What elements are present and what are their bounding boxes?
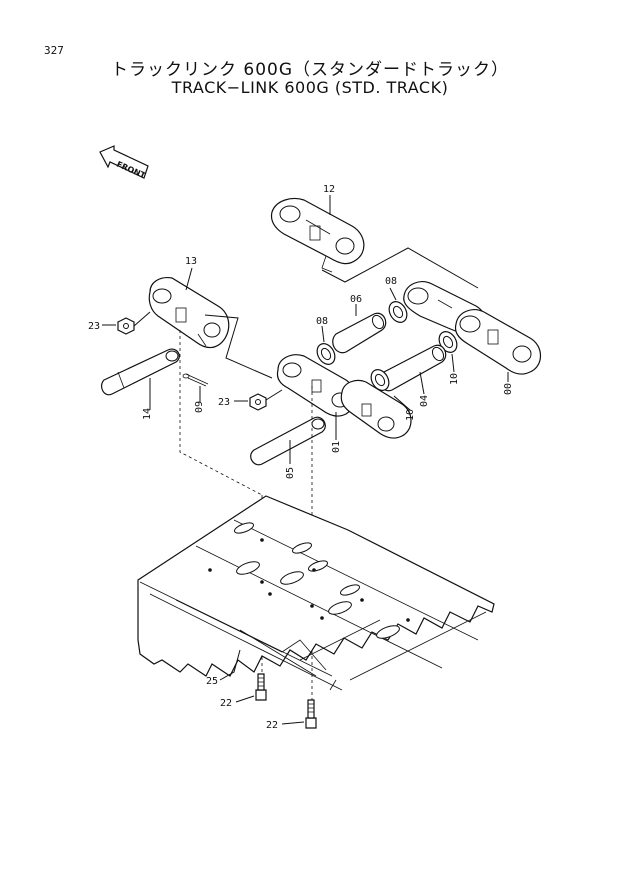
callout-08-lower: 08 xyxy=(316,316,328,327)
track-link-part-01 xyxy=(276,354,412,439)
bushing-part-04 xyxy=(379,344,447,392)
bolt-part-22-left xyxy=(255,673,267,701)
callout-22-right: 22 xyxy=(266,720,278,731)
callout-12: 12 xyxy=(323,184,335,195)
callout-25: 25 xyxy=(206,676,218,687)
callout-00: 00 xyxy=(503,383,514,395)
callout-09: 09 xyxy=(194,401,205,413)
title-japanese: トラックリンク 600G（スタンダードトラック） xyxy=(110,60,510,80)
page-number: 327 xyxy=(44,44,64,57)
callout-01: 01 xyxy=(331,441,342,453)
callout-04: 04 xyxy=(419,395,430,407)
track-link-part-12 xyxy=(270,197,365,273)
pin-part-05 xyxy=(250,416,326,466)
callout-10-upper: 10 xyxy=(449,373,460,385)
ring-part-08-upper xyxy=(388,301,408,323)
callout-23-upper: 23 xyxy=(88,321,100,332)
seal-part-10-upper xyxy=(438,331,458,353)
callout-06: 06 xyxy=(350,294,362,305)
front-arrow-icon: FRONT xyxy=(99,145,149,180)
bolt-part-22-right xyxy=(305,699,317,729)
track-link-part-13 xyxy=(148,277,230,349)
callout-10-lower: 10 xyxy=(405,409,416,421)
callout-08-upper: 08 xyxy=(385,276,397,287)
track-link-part-00 xyxy=(403,281,542,375)
nut-part-23-lower xyxy=(249,393,267,411)
title-english: TRACK−LINK 600G (STD. TRACK) xyxy=(171,78,449,97)
nut-part-23-upper xyxy=(117,317,135,335)
cotter-part-09 xyxy=(182,373,209,387)
seal-part-10-lower xyxy=(370,369,390,391)
pin-part-14 xyxy=(100,348,180,396)
bushing-part-06 xyxy=(332,312,387,354)
callout-22-left: 22 xyxy=(220,698,232,709)
callout-14: 14 xyxy=(142,408,153,420)
ring-part-08-lower xyxy=(316,343,336,365)
callout-23-lower: 23 xyxy=(218,397,230,408)
callout-05: 05 xyxy=(285,467,296,479)
track-shoe-part-25 xyxy=(137,495,495,691)
callout-13: 13 xyxy=(185,256,197,267)
